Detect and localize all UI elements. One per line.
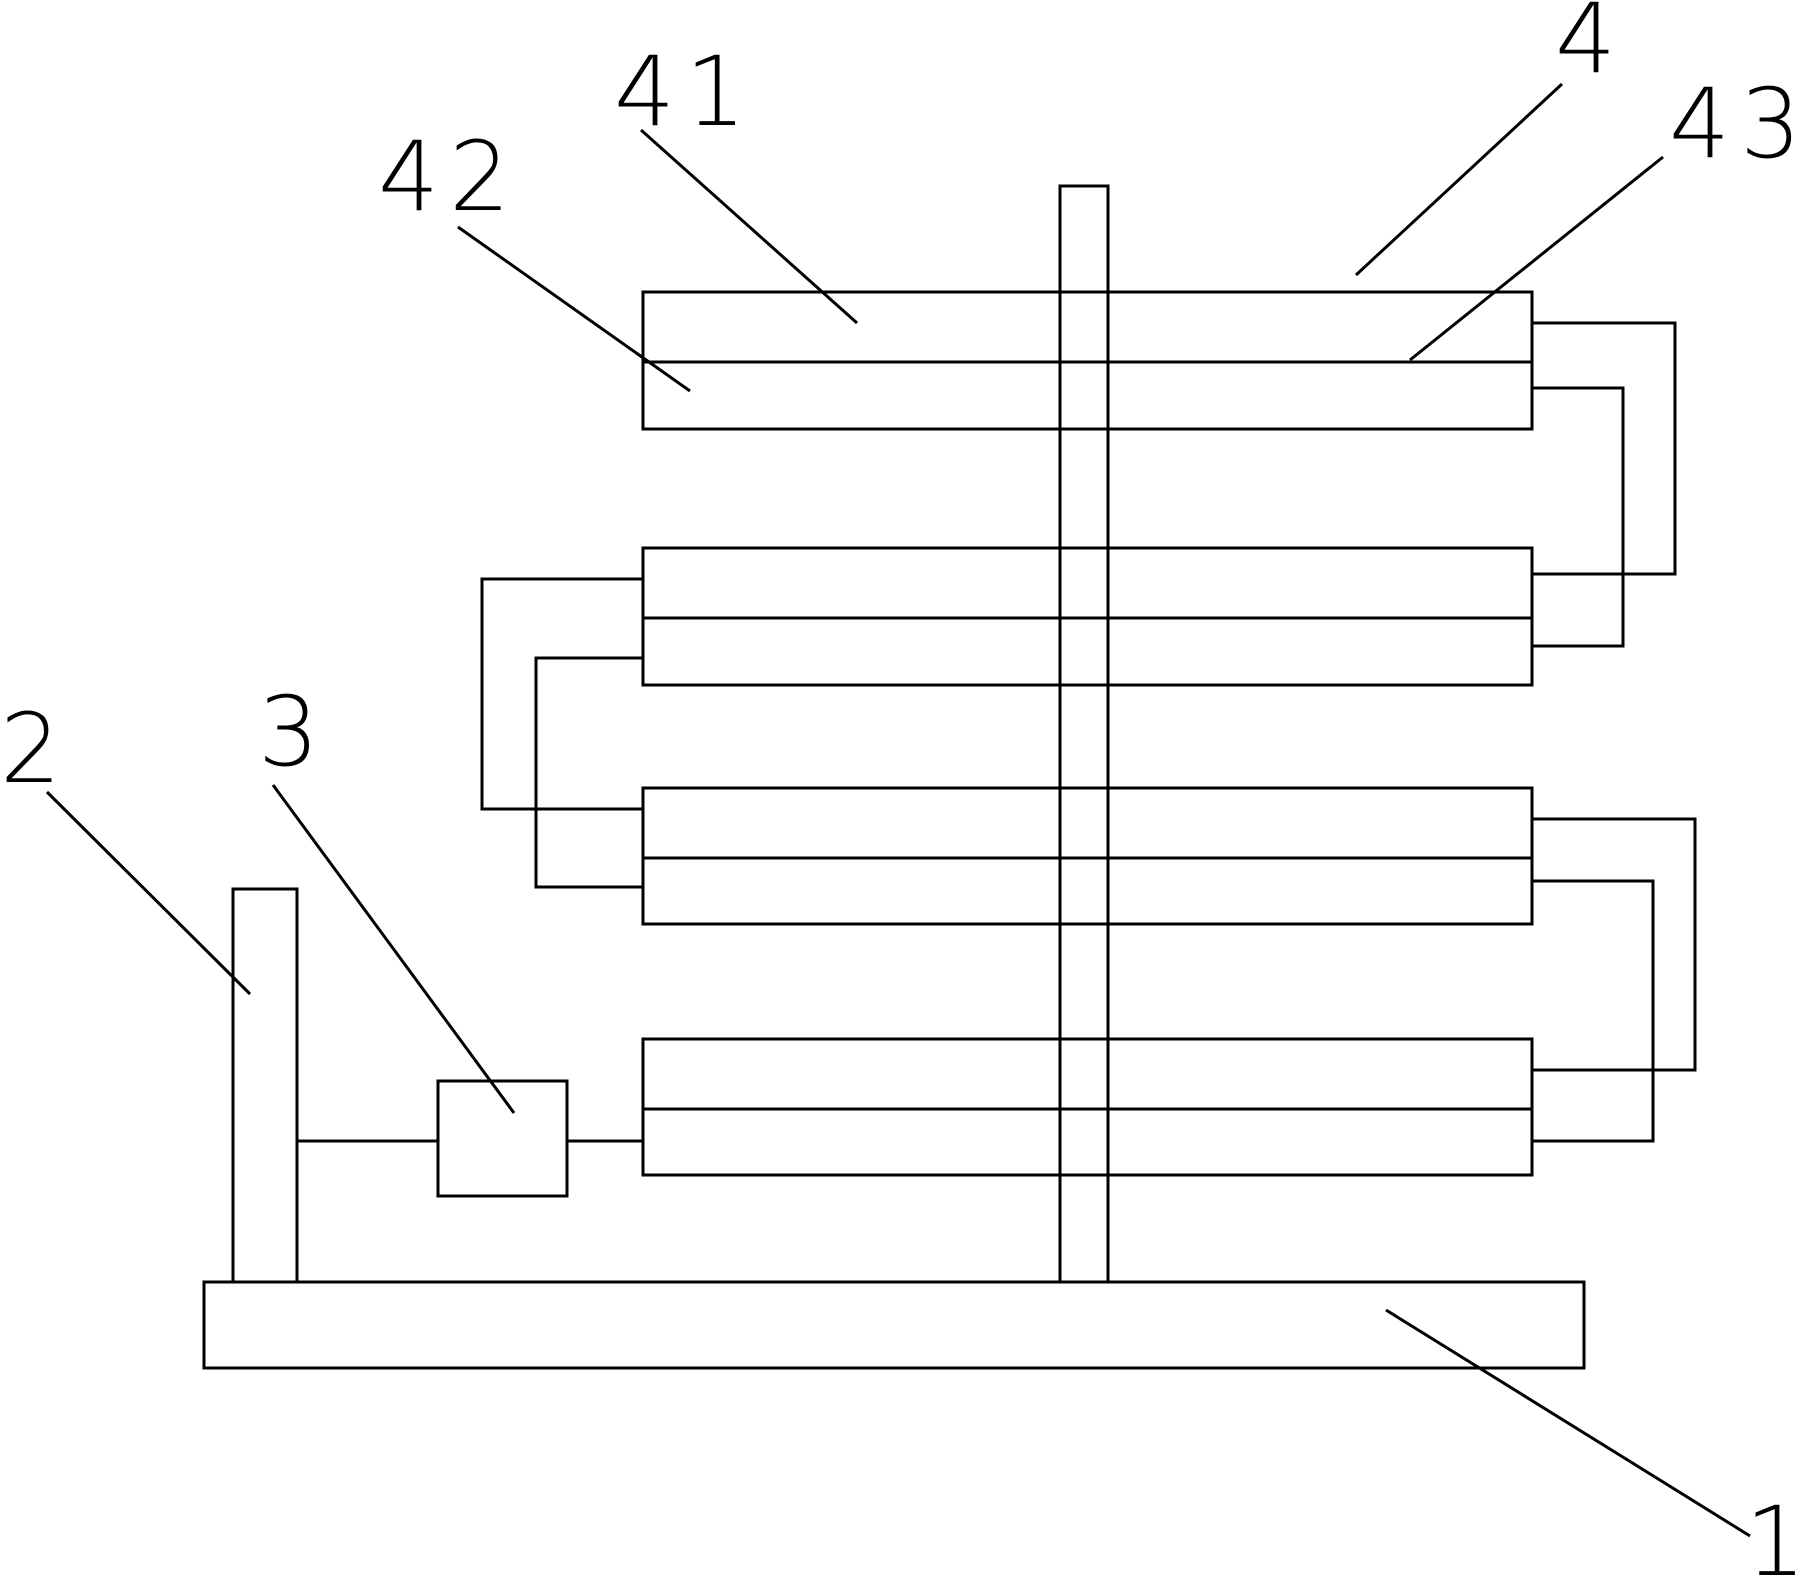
leader-line-1 — [1385, 1308, 1751, 1538]
leader-line-2 — [45, 790, 252, 996]
leader-line-43 — [1409, 155, 1664, 362]
vertical-post — [231, 887, 299, 1284]
label-43: 43 — [1669, 68, 1807, 180]
connector-right-outer-1 — [1532, 321, 1677, 576]
panel-2 — [641, 546, 1534, 687]
label-41: 41 — [614, 36, 756, 148]
panel-1 — [641, 290, 1534, 431]
connector-right-inner-2 — [1532, 879, 1655, 1143]
connector-right-outer-2 — [1532, 817, 1697, 1072]
base-plate — [202, 1280, 1586, 1370]
label-3: 3 — [258, 676, 329, 788]
leader-line-4 — [1354, 82, 1564, 277]
panel-3 — [641, 786, 1534, 926]
leader-line-42 — [457, 225, 691, 393]
connector-left-outer — [480, 577, 643, 811]
leader-line-41 — [640, 128, 858, 325]
central-rod — [1058, 184, 1110, 1284]
label-42: 42 — [378, 121, 520, 233]
label-1: 1 — [1745, 1486, 1807, 1580]
label-2: 2 — [0, 693, 71, 805]
leader-line-3 — [271, 784, 516, 1114]
connector-left-inner — [534, 656, 643, 889]
connector-right-inner-1 — [1532, 386, 1625, 648]
panel-4 — [641, 1037, 1534, 1177]
unit-box — [436, 1079, 569, 1198]
label-4: 4 — [1555, 0, 1626, 95]
